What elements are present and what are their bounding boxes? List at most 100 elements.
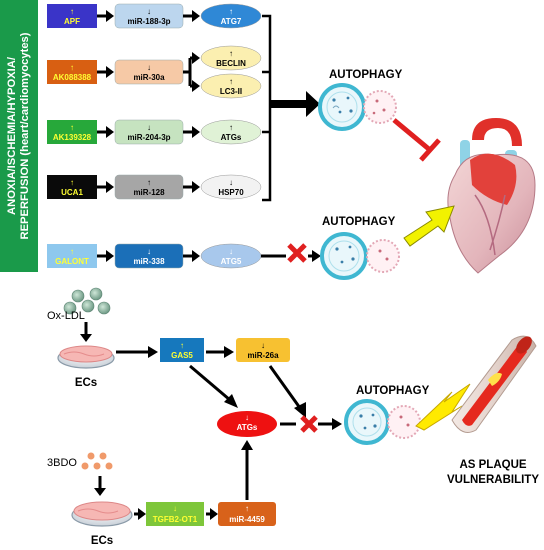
ecs-label-1: ECs [75,377,97,389]
autophagy-label-3: AUTOPHAGY [356,385,430,397]
mirna-node: ↓miR-188-3p [114,3,184,29]
mirna-node: ↓miR-204-3p [114,119,184,145]
lncrna-label: GALONT [55,257,89,266]
lncrna-node: ↑GALONT [47,244,97,268]
target-label: HSP70 [218,188,244,197]
target-dir: ↑ [229,7,233,16]
ecs-label-2: ECs [91,535,113,547]
target-label: ATGs [221,133,242,142]
target-node: ↑LC3-II [200,73,262,99]
blood-vessel-illustration [451,335,537,433]
yellow-arrow-to-heart [403,205,455,247]
combine-bracket [262,14,320,202]
3bdo-label: 3BDO [47,457,77,469]
target-label: ATG7 [221,17,242,26]
mirna-label: miR-338 [133,257,165,266]
lncrna-label: AK139328 [53,133,92,142]
autophagosome-icon [320,232,400,280]
autophagosome-icon [318,83,397,131]
pathway-row: ↑AK139328↓miR-204-3p↑ATGs [47,119,262,145]
atgs-node: ↓ ATGs [217,411,277,437]
ox-ldl-particle [89,287,103,301]
3bdo-particles [81,452,113,470]
ox-ldl-particle [81,299,95,313]
mirna-label: miR-30a [133,73,165,82]
lncrna-node: ↑AK139328 [47,120,97,144]
mirna-label: miR-128 [133,188,165,197]
pathway-row: ↑UCA1↑miR-128↓HSP70 [47,174,262,200]
target-label: LC3-II [220,87,242,96]
mirna-node: ↓miR-338 [114,243,184,269]
autophagy-label-1: AUTOPHAGY [329,69,403,81]
petri-dish-icon [71,501,133,527]
mirna-dir: ↓ [147,123,151,132]
pathway-row: ↑APF↓miR-188-3p↑ATG7 [47,3,262,29]
tgfb-dir: ↓ [173,504,177,513]
ox-ldl-particle [71,289,85,303]
target-node: ↑ATG7 [200,3,262,29]
mir26a-dir: ↓ [261,341,265,350]
mirna-label: miR-204-3p [127,133,170,142]
gas5-node: ↑ GAS5 [160,338,204,362]
gas5-dir: ↑ [180,341,184,350]
autophagy-label-2: AUTOPHAGY [322,216,396,228]
target-node: ↓ATG5 [200,243,262,269]
lncrna-label: UCA1 [61,188,83,197]
tgfb2-ot1-node: ↓ TGFB2-OT1 [146,502,204,526]
mir26a-label: miR-26a [247,351,279,360]
target-node: ↓HSP70 [200,174,262,200]
target-node: ↑BECLIN [200,45,262,71]
plaque-label-line2: VULNERABILITY [447,474,539,486]
target-dir: ↑ [229,49,233,58]
mirna-dir: ↓ [147,63,151,72]
pathway-row: ↑GALONT↓miR-338↓ATG5 [47,243,321,269]
plaque-label-line1: AS PLAQUE [459,459,526,471]
mir4459-dir: ↑ [245,504,249,513]
mirna-dir: ↓ [147,7,151,16]
lncrna-node: ↑APF [47,4,97,28]
target-label: BECLIN [216,59,246,68]
mirna-dir: ↓ [147,247,151,256]
lncrna-node: ↑AK088388 [47,60,97,84]
3bdo-particle [105,462,113,470]
ox-ldl-particle [63,301,77,315]
mirna-node: ↑miR-128 [114,174,184,200]
lncrna-label: APF [64,17,80,26]
target-dir: ↑ [229,123,233,132]
inhibition-arrow [392,118,441,162]
mir26a-node: ↓ miR-26a [236,338,290,362]
target-dir: ↓ [229,247,233,256]
target-label: ATG5 [221,257,242,266]
3bdo-particle [87,452,95,460]
ox-ldl-particle [97,301,111,315]
mirna-label: miR-188-3p [127,17,170,26]
condition-sidebar: ANOXIA/ISCHEMIA/HYPOXIA/ REPERFUSION (he… [0,0,38,272]
petri-dish-icon [57,345,115,369]
lncrna-dir: ↑ [70,7,74,16]
lncrna-dir: ↑ [70,247,74,256]
mir4459-node: ↑ miR-4459 [218,502,276,526]
mir4459-label: miR-4459 [229,515,265,524]
ox-ldl-label: Ox-LDL [47,310,85,322]
3bdo-particle [93,462,101,470]
3bdo-particle [81,462,89,470]
lightning-bolt-icon [415,383,471,431]
lncrna-dir: ↑ [70,123,74,132]
lncrna-dir: ↑ [70,178,74,187]
mirna-node: ↓miR-30a [114,59,184,85]
mirna-dir: ↑ [147,178,151,187]
pathway-row: ↑AK088388↓miR-30a↑BECLIN↑LC3-II [47,45,262,99]
lncrna-label: AK088388 [53,73,92,82]
cross-mark-1 [287,243,307,263]
atgs-label: ATGs [237,423,258,432]
3bdo-particle [99,452,107,460]
target-node: ↑ATGs [200,119,262,145]
heart-illustration [447,118,536,274]
cross-mark-2 [300,415,318,433]
atgs-dir: ↓ [245,413,249,422]
autophagosome-icon [344,399,421,445]
gas5-label: GAS5 [171,351,193,360]
target-dir: ↓ [229,178,233,187]
target-dir: ↑ [229,77,233,86]
